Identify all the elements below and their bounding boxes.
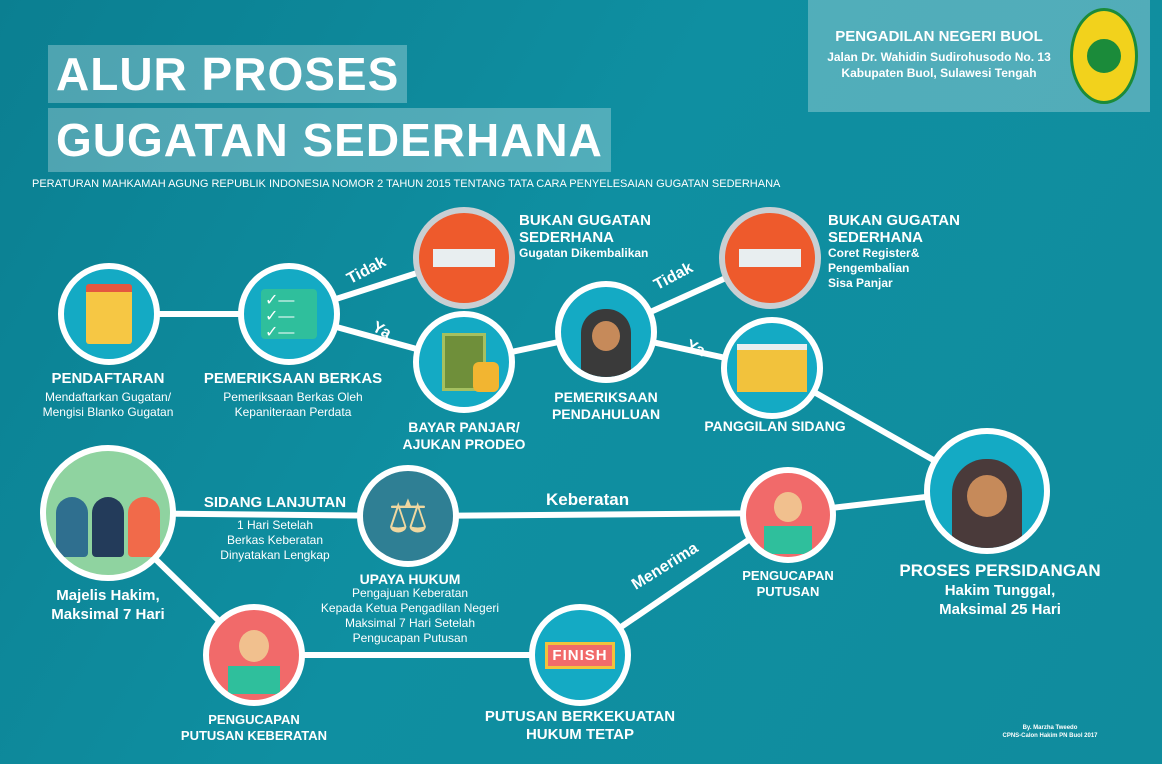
reader-avatar-icon: [228, 630, 280, 696]
bayar-title2: AJUKAN PRODEO: [402, 436, 526, 452]
pengucapan-title1: PENGUCAPAN: [742, 568, 834, 583]
sidang-lanjutan-desc1: 1 Hari Setelah: [236, 518, 314, 532]
bukan1-desc: Gugatan Dikembalikan: [519, 246, 649, 260]
upaya-desc3: Maksimal 7 Hari Setelah: [344, 616, 476, 630]
bayar-title1: BAYAR PANJAR/: [408, 419, 520, 435]
checklist-icon: ✓—✓—✓—: [261, 289, 317, 341]
upaya-desc1: Pengajuan Keberatan: [351, 586, 469, 600]
bayar-panjar-node: [413, 311, 515, 413]
court-header: PENGADILAN NEGERI BUOL Jalan Dr. Wahidin…: [808, 0, 1150, 112]
envelope-icon: [737, 344, 807, 392]
persidangan-title: PROSES PERSIDANGAN: [899, 561, 1101, 580]
bukan1-title2: SEDERHANA: [519, 229, 615, 246]
court-address1: Jalan Dr. Wahidin Sudirohusodo No. 13: [827, 50, 1051, 64]
sidang-lanjutan-desc2: Berkas Keberatan: [226, 533, 324, 547]
proses-persidangan-node: [924, 428, 1050, 554]
majelis-hakim-node: [40, 445, 176, 581]
pemeriksaan-berkas-desc1: Pemeriksaan Berkas Oleh: [223, 390, 363, 404]
upaya-desc4: Pengucapan Putusan: [352, 631, 468, 645]
title-line1: ALUR PROSES: [48, 45, 408, 103]
money-coins-icon: [442, 333, 499, 392]
judge-avatar-icon: [952, 459, 1022, 548]
bukan2-title2: SEDERHANA: [828, 229, 924, 246]
regulation-text: PERATURAN MAHKAMAH AGUNG REPUBLIK INDONE…: [32, 178, 781, 190]
finish-title2: HUKUM TETAP: [525, 726, 635, 743]
persidangan-desc1: Hakim Tunggal,: [944, 582, 1056, 599]
sidang-lanjutan-desc3: Dinyatakan Lengkap: [220, 548, 330, 562]
credit-line1: By. Marzha Tweedo: [1022, 725, 1078, 731]
judge-avatar-icon: [581, 309, 631, 377]
pendaftaran-desc2: Mengisi Blanko Gugatan: [42, 405, 174, 419]
sidang-lanjutan-title: SIDANG LANJUTAN: [203, 494, 347, 511]
pengucapan-putusan-keberatan-node: [203, 604, 305, 706]
stop-sign-icon: [739, 249, 801, 267]
panel-judges-icon: [56, 497, 160, 557]
reader-avatar-icon: [764, 492, 812, 554]
credit-line2: CPNS-Calon Hakim PN Buol 2017: [1002, 733, 1098, 739]
panggilan-title: PANGGILAN SIDANG: [704, 418, 846, 434]
pendaftaran-node: [58, 263, 160, 365]
bukan-gugatan-1-node: [413, 207, 515, 309]
bukan2-desc2: Pengembalian: [828, 261, 910, 275]
court-logo: [1070, 8, 1138, 104]
clipboard-icon: [86, 284, 132, 344]
finish-node: FINISH: [529, 604, 631, 706]
bukan2-title1: BUKAN GUGATAN: [828, 212, 960, 229]
pemeriksaan-berkas-desc2: Kepaniteraan Perdata: [234, 405, 352, 419]
scales-icon: ⚖: [387, 490, 429, 542]
court-name: PENGADILAN NEGERI BUOL: [835, 28, 1043, 45]
pemeriksaan-berkas-title: PEMERIKSAAN BERKAS: [203, 370, 383, 387]
majelis-title1: Majelis Hakim,: [56, 587, 160, 604]
upaya-hukum-node: ⚖: [357, 465, 459, 567]
bukan-gugatan-2-node: [719, 207, 821, 309]
title-line2: GUGATAN SEDERHANA: [48, 108, 611, 172]
pengucapan-keberatan-title1: PENGUCAPAN: [208, 712, 300, 727]
pendahuluan-title2: PENDAHULUAN: [551, 406, 661, 422]
court-address2: Kabupaten Buol, Sulawesi Tengah: [841, 66, 1037, 80]
pendaftaran-desc1: Mendaftarkan Gugatan/: [44, 390, 172, 404]
bukan1-title1: BUKAN GUGATAN: [519, 212, 651, 229]
upaya-title: UPAYA HUKUM: [359, 571, 461, 587]
pengucapan-putusan-node: [740, 467, 836, 563]
pengucapan-title2: PUTUSAN: [756, 584, 820, 599]
bukan2-desc3: Sisa Panjar: [828, 276, 893, 290]
edge-keberatan: Keberatan: [546, 490, 630, 509]
pemeriksaan-berkas-node: ✓—✓—✓—: [238, 263, 340, 365]
scales-emblem-icon: [1084, 36, 1124, 76]
pengucapan-keberatan-title2: PUTUSAN KEBERATAN: [180, 728, 328, 743]
finish-title1: PUTUSAN BERKEKUATAN: [484, 708, 676, 725]
pendahuluan-title1: PEMERIKSAAN: [554, 389, 658, 405]
persidangan-desc2: Maksimal 25 Hari: [939, 601, 1061, 618]
bukan2-desc1: Coret Register&: [828, 246, 920, 260]
finish-banner: FINISH: [545, 641, 615, 669]
pemeriksaan-pendahuluan-node: [555, 281, 657, 383]
pendaftaran-title: PENDAFTARAN: [51, 370, 165, 387]
stop-sign-icon: [433, 249, 495, 267]
panggilan-sidang-node: [721, 317, 823, 419]
majelis-title2: Maksimal 7 Hari: [51, 606, 165, 623]
line-9: [407, 510, 789, 519]
upaya-desc2: Kepada Ketua Pengadilan Negeri: [320, 601, 500, 615]
